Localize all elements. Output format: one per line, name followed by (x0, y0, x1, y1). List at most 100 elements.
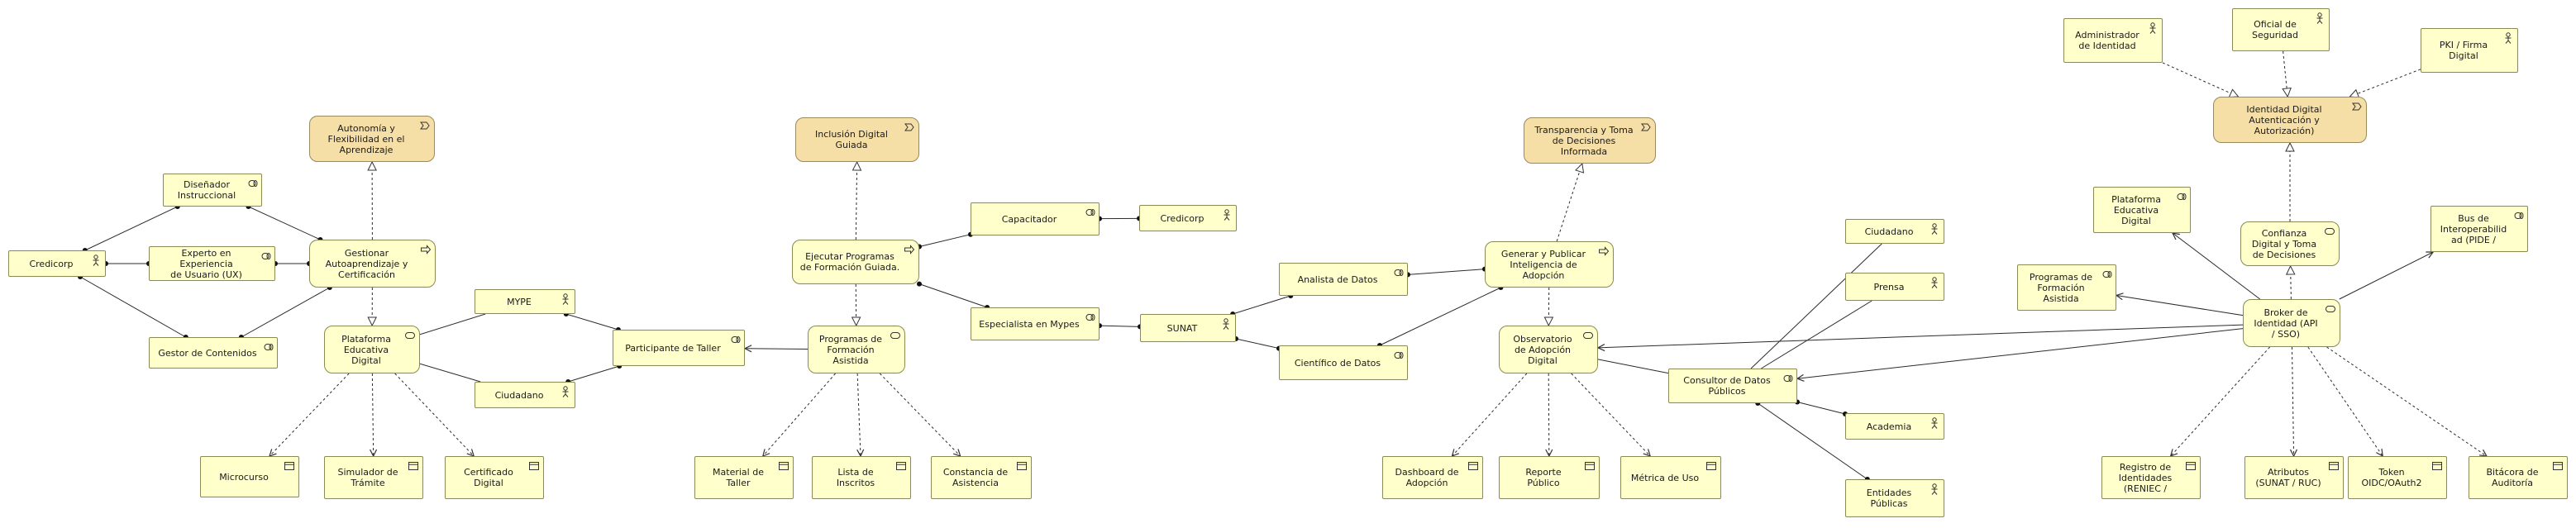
actor-icon (1931, 277, 1938, 288)
node-sunat-actor[interactable]: SUNAT (1140, 314, 1236, 342)
node-dashboard-adopcion[interactable]: Dashboard de Adopción (1382, 456, 1483, 499)
node-label: Oficial de Seguridad (2252, 19, 2298, 40)
data-object-icon (2432, 462, 2442, 470)
node-entidades-publicas-actor[interactable]: Entidades Públicas (1845, 479, 1944, 517)
node-material-taller[interactable]: Material de Taller (694, 456, 794, 499)
node-mype-actor[interactable]: MYPE (475, 289, 575, 314)
role-icon (1394, 352, 1404, 359)
actor-icon (1931, 223, 1938, 235)
relation-serving-broker-plataforma2 (2173, 233, 2260, 300)
service-icon (1583, 332, 1593, 339)
relation-access-broker-registro (2171, 346, 2271, 456)
node-reporte-publico[interactable]: Reporte Público (1499, 456, 1600, 499)
node-autonomia-flexibilidad[interactable]: Autonomía y Flexibilidad en el Aprendiza… (309, 116, 435, 162)
node-cientifico-datos[interactable]: Científico de Datos (1279, 345, 1408, 380)
node-label: Gestor de Contenidos (158, 347, 257, 359)
relation-plain-plataforma1-ciudadano1 (419, 363, 481, 383)
relation-realization-oficial-identidad (2283, 50, 2288, 97)
role-icon (1783, 375, 1793, 382)
node-participante-taller[interactable]: Participante de Taller (613, 330, 745, 366)
node-label: Token OIDC/OAuth2 (2361, 467, 2422, 488)
node-metrica-uso[interactable]: Métrica de Uso (1620, 456, 1721, 499)
node-microcurso[interactable]: Microcurso (200, 456, 299, 497)
node-plataforma-educativa-digital[interactable]: Plataforma Educativa Digital (324, 326, 420, 373)
node-capacitador[interactable]: Capacitador (971, 202, 1100, 235)
role-icon (1394, 269, 1404, 276)
node-label: Experto en Experiencia de Usuario (UX) (170, 247, 242, 280)
node-inclusion-digital-guiada[interactable]: Inclusión Digital Guiada (795, 117, 919, 162)
relation-assoc-credicorp1-disenador (82, 204, 180, 253)
node-especialista-mypes[interactable]: Especialista en Mypes (971, 307, 1100, 340)
relation-access-observatorio-reporte (1548, 373, 1549, 456)
node-programas-formacion-asistida-2[interactable]: Programas de Formación Asistida (2017, 264, 2116, 311)
actor-icon (1223, 318, 1229, 330)
node-administrador-identidad[interactable]: Administrador de Identidad (2063, 18, 2163, 63)
node-gestor-contenidos[interactable]: Gestor de Contenidos (149, 337, 278, 369)
node-transparencia-toma-decisiones[interactable]: Transparencia y Toma de Decisiones Infor… (1524, 117, 1656, 164)
node-consultor-datos-publicos[interactable]: Consultor de Datos Públicos (1668, 369, 1797, 403)
relation-assoc-sunat-analista (1230, 293, 1294, 316)
node-ciudadano-actor-2[interactable]: Ciudadano (1845, 219, 1944, 244)
node-credicorp-actor-2[interactable]: Credicorp (1139, 205, 1237, 231)
node-label: Participante de Taller (625, 342, 721, 354)
node-pki-firma-digital[interactable]: PKI / Firma Digital (2421, 28, 2518, 73)
relation-assoc-entidades-consultor (1755, 401, 1870, 482)
node-disenador-instruccional[interactable]: Diseñador Instruccional (163, 174, 262, 207)
node-token-oidc-oauth2[interactable]: Token OIDC/OAuth2 (2348, 456, 2447, 499)
node-observatorio-adopcion[interactable]: Observatorio de Adopción Digital (1499, 326, 1598, 373)
node-lista-inscritos[interactable]: Lista de Inscritos (812, 456, 911, 499)
node-gestionar-autoaprendizaje[interactable]: Gestionar Autoaprendizaje y Certificació… (309, 240, 436, 288)
relation-access-programas1-lista (857, 373, 861, 456)
data-object-icon (284, 462, 294, 470)
actor-icon (1931, 483, 1938, 495)
relation-assoc-analista-generar (1405, 266, 1487, 278)
node-atributos-sunat-ruc[interactable]: Atributos (SUNAT / RUC) (2244, 456, 2344, 499)
node-certificado-digital[interactable]: Certificado Digital (445, 456, 544, 499)
data-object-icon (1585, 462, 1595, 470)
node-label: Academia (1866, 421, 1912, 432)
node-label: Credicorp (1160, 212, 1205, 224)
node-experto-ux[interactable]: Experto en Experiencia de Usuario (UX) (149, 246, 275, 281)
node-ejecutar-programas[interactable]: Ejecutar Programas de Formación Guiada. (792, 240, 919, 284)
node-plataforma-educativa-digital-2[interactable]: Plataforma Educativa Digital (2093, 187, 2191, 233)
node-analista-datos[interactable]: Analista de Datos (1279, 263, 1408, 296)
node-prensa-actor[interactable]: Prensa (1845, 273, 1944, 301)
node-label: Consultor de Datos Públicos (1683, 375, 1771, 397)
data-object-icon (529, 462, 539, 470)
process-icon (904, 245, 915, 254)
data-object-icon (779, 462, 789, 470)
data-object-icon (1706, 462, 1716, 470)
node-academia-actor[interactable]: Academia (1845, 413, 1944, 440)
node-oficial-seguridad[interactable]: Oficial de Seguridad (2232, 8, 2330, 51)
node-label: Plataforma Educativa Digital (341, 333, 391, 366)
node-bus-interoperabilidad[interactable]: Bus de Interoperabilid ad (PIDE / (2431, 206, 2528, 252)
actor-icon (1931, 417, 1938, 429)
node-identidad-digital-autenticacion[interactable]: Identidad Digital Autenticación y Autori… (2213, 97, 2367, 143)
node-programas-formacion-asistida[interactable]: Programas de Formación Asistida (808, 326, 905, 373)
relation-assoc-sunat-cientifico (1233, 335, 1281, 351)
node-ciudadano-actor[interactable]: Ciudadano (475, 382, 575, 408)
relation-access-plataforma1-microcurso (270, 373, 350, 456)
node-label: Ejecutar Programas de Formación Guiada. (799, 251, 900, 273)
node-bitacora-auditoria[interactable]: Bitácora de Auditoría (2469, 456, 2568, 499)
relation-serving-broker-bus (2339, 252, 2434, 300)
node-label: Administrador de Identidad (2075, 30, 2140, 51)
role-icon (731, 336, 741, 343)
node-registro-identidades[interactable]: Registro de Identidades (RENIEC / (2101, 456, 2201, 499)
service-icon (2325, 228, 2335, 235)
node-credicorp-actor[interactable]: Credicorp (8, 250, 106, 277)
data-object-icon (896, 462, 906, 470)
node-constancia-asistencia[interactable]: Constancia de Asistencia (931, 456, 1032, 499)
node-label: Gestionar Autoaprendizaje y Certificació… (325, 247, 408, 280)
node-label: Material de Taller (713, 467, 764, 488)
data-object-icon (2186, 462, 2196, 470)
actor-icon (2149, 22, 2156, 34)
node-simulador-tramite[interactable]: Simulador de Trámite (324, 456, 423, 499)
node-confianza-digital[interactable]: Confianza Digital y Toma de Decisiones (2240, 221, 2340, 266)
node-generar-publicar-inteligencia[interactable]: Generar y Publicar Inteligencia de Adopc… (1485, 241, 1614, 288)
actor-icon (1224, 209, 1230, 221)
data-object-icon (408, 462, 418, 470)
relation-assoc-ciudadano1-participante (565, 364, 623, 384)
node-broker-identidad-api-sso[interactable]: Broker de Identidad (API / SSO) (2243, 299, 2340, 347)
